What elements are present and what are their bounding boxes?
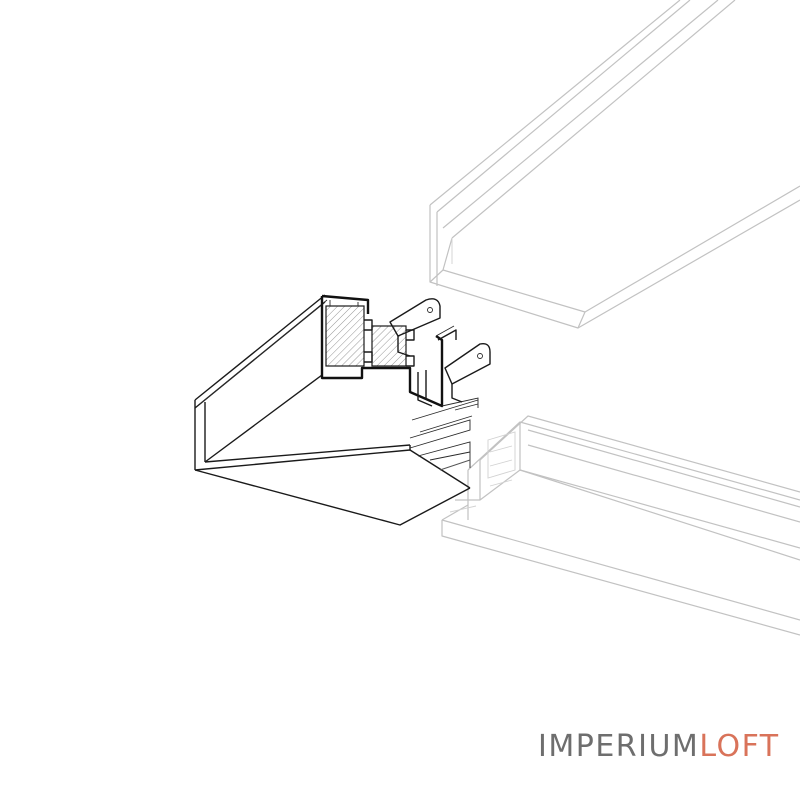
lower-ghost-track [441, 415, 800, 636]
upper-ghost-profile [429, 0, 800, 329]
logo-text-imperium: IMPERIUM [538, 729, 700, 764]
logo-text-loft: LOFT [699, 729, 780, 764]
cut-profile-section [194, 294, 479, 526]
connector-bracket [389, 298, 491, 403]
imperiumloft-logo: IMPERIUMLOFT [538, 732, 780, 762]
